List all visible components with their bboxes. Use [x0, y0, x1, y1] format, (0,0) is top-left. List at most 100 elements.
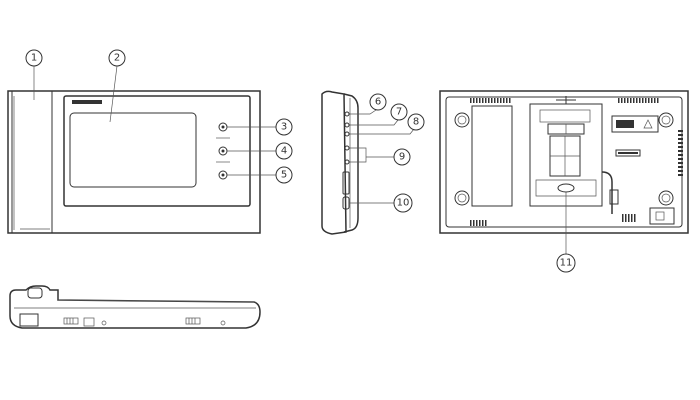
lcd-screen: [69, 112, 197, 188]
vent-slot: [645, 98, 647, 103]
leader-6: [349, 109, 377, 115]
vent-slot: [648, 98, 650, 103]
callout-8: 8: [407, 113, 425, 131]
vent-slot: [509, 98, 511, 103]
vent-slot: [678, 158, 683, 160]
callout-2: 2: [108, 49, 126, 67]
callout-6-label: 6: [375, 97, 381, 108]
vent-slot: [624, 98, 626, 103]
callout-11: 11: [556, 253, 576, 273]
vent-slot: [485, 220, 487, 226]
callout-10-label: 10: [397, 198, 410, 209]
right-vents: [678, 130, 683, 176]
vent-slot: [642, 98, 644, 103]
front-view: [7, 90, 261, 234]
leader-2: [109, 65, 118, 123]
leader-8: [349, 128, 415, 135]
vent-slot: [625, 214, 627, 222]
vent-slot: [678, 166, 683, 168]
bottom-view: [9, 285, 261, 329]
leader-9-bracket: [349, 147, 367, 163]
vent-slot: [491, 98, 493, 103]
callout-3: 3: [275, 118, 293, 136]
callout-4: 4: [275, 142, 293, 160]
vent-slot: [627, 98, 629, 103]
vent-slot: [630, 98, 632, 103]
side-control-7: [344, 122, 350, 128]
vent-slot: [631, 214, 633, 222]
callout-leaders: [33, 65, 567, 254]
vent-slot: [479, 220, 481, 226]
top-vents: [470, 98, 659, 103]
vent-slot: [488, 98, 490, 103]
vent-slot: [639, 98, 641, 103]
vent-slot: [485, 98, 487, 103]
vent-slot: [678, 138, 683, 140]
vent-slot: [678, 154, 683, 156]
callout-1: 1: [25, 49, 43, 67]
handset: [11, 90, 53, 234]
rear-recess: [471, 105, 513, 207]
vent-slot: [494, 98, 496, 103]
leader-7: [349, 119, 399, 126]
callout-5: 5: [275, 166, 293, 184]
screw-hole-tl: [454, 112, 470, 128]
callout-4-label: 4: [281, 146, 287, 157]
vent-slot: [633, 98, 635, 103]
vent-slot: [482, 98, 484, 103]
wall-bracket: [529, 96, 603, 207]
cable: [601, 171, 613, 214]
vent-slot: [621, 98, 623, 103]
callout-9: 9: [393, 148, 411, 166]
callout-1-label: 1: [31, 53, 37, 64]
vent-slot: [678, 130, 683, 132]
callout-10: 10: [393, 193, 413, 213]
vent-slot: [470, 98, 472, 103]
vent-slot: [651, 98, 653, 103]
rear-view: [439, 90, 689, 234]
vent-slot: [497, 98, 499, 103]
side-body: [343, 93, 359, 233]
handset-cradle: [27, 287, 43, 299]
side-handset: [321, 90, 347, 235]
callout-9-label: 9: [399, 152, 405, 163]
vent-slot: [622, 214, 624, 222]
callout-7: 7: [390, 103, 408, 121]
vent-slot: [473, 220, 475, 226]
vent-slot: [636, 98, 638, 103]
screw-hole-bl: [454, 190, 470, 206]
vent-slot: [678, 150, 683, 152]
vent-slot: [678, 146, 683, 148]
side-slot: [342, 171, 350, 195]
vent-slot: [678, 174, 683, 176]
callout-6: 6: [369, 93, 387, 111]
bottom-body-outline: [9, 285, 261, 329]
vent-slot: [628, 214, 630, 222]
vent-slot: [678, 142, 683, 144]
terminal-block: [649, 207, 675, 225]
vent-slot: [678, 134, 683, 136]
side-control-9a: [344, 145, 350, 151]
vent-slot: [506, 98, 508, 103]
callout-5-label: 5: [281, 170, 287, 181]
callout-2-label: 2: [114, 53, 120, 64]
vent-slot: [678, 170, 683, 172]
vent-slot: [503, 98, 505, 103]
side-control-6: [344, 111, 350, 117]
callout-8-label: 8: [413, 117, 419, 128]
vent-slot: [634, 214, 636, 222]
side-view: [321, 90, 359, 235]
screw-hole-tr: [658, 112, 674, 128]
rating-label: [611, 115, 659, 157]
side-control-8: [344, 131, 350, 137]
vent-slot: [657, 98, 659, 103]
rear-body-outline: [439, 90, 689, 234]
vent-slot: [482, 220, 484, 226]
brand-logo: [72, 100, 102, 104]
bottom-rear-vents: [470, 214, 636, 226]
screw-hole-br: [658, 190, 674, 206]
vent-slot: [473, 98, 475, 103]
vent-slot: [654, 98, 656, 103]
vent-slot: [479, 98, 481, 103]
